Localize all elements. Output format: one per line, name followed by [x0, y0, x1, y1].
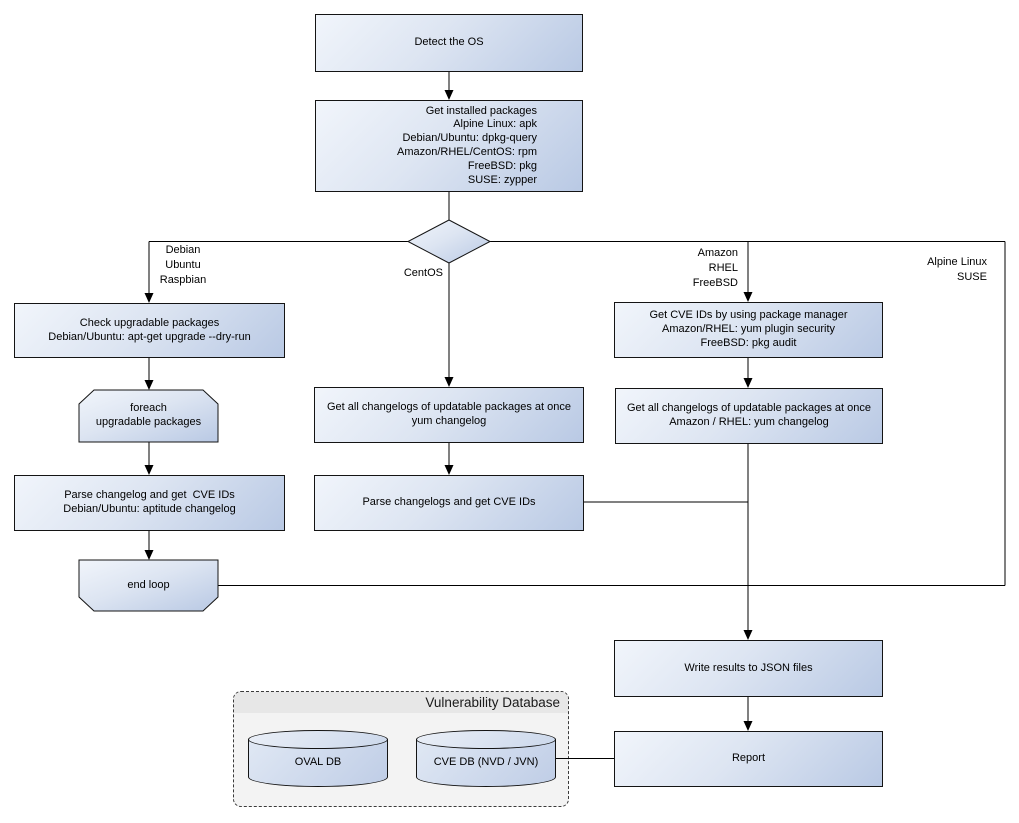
node-text-line: Amazon/RHEL/CentOS: rpm [397, 146, 537, 158]
node-text-line: Debian/Ubuntu: dpkg-query [402, 132, 537, 145]
cylinder-label: CVE DB (NVD / JVN) [433, 756, 539, 768]
node-text-line: Detect the OS [414, 36, 484, 49]
branch-label-line: SUSE [957, 271, 987, 283]
node-text-line: Write results to JSON files [684, 661, 813, 674]
arrowheads [144, 90, 753, 731]
node-text-line: Report [731, 752, 766, 765]
branch-label-centos: CentOS [380, 266, 443, 281]
branch-label-line: Amazon [697, 247, 738, 259]
node-end-loop: end loop [79, 560, 218, 611]
branch-label-line: Alpine Linux [927, 256, 987, 268]
node-text-line: SUSE: zypper [467, 173, 537, 186]
branch-label-alpine: Alpine Linux SUSE [880, 255, 987, 285]
connector-db-to-report [556, 758, 614, 759]
node-text-line: Parse changelog and get CVE IDs [64, 489, 235, 502]
node-text-line: Amazon/RHEL: yum plugin security [661, 323, 835, 336]
node-text-line: Parse changelogs and get CVE IDs [362, 496, 536, 509]
connectors [148, 71, 1006, 724]
node-text-line: end loop [127, 578, 170, 591]
node-get-cve-ids: Get CVE IDs by using package manager Ama… [614, 302, 883, 358]
arrow-icon [743, 292, 753, 302]
node-text-line: Debian/Ubuntu: aptitude changelog [63, 503, 236, 515]
arrow-icon [743, 378, 753, 388]
arrow-icon [743, 630, 753, 640]
node-get-installed-packages: Get installed packages Alpine Linux: apk… [315, 100, 583, 192]
node-get-changelogs-amazon: Get all changelogs of updatable packages… [615, 388, 883, 444]
node-parse-changelogs-centos: Parse changelogs and get CVE IDs [314, 475, 584, 531]
cylinder-cve-db: CVE DB (NVD / JVN) [416, 730, 556, 788]
node-check-upgradable: Check upgradable packages Debian/Ubuntu:… [14, 303, 285, 358]
node-write-results: Write results to JSON files [614, 640, 883, 697]
arrow-icon [444, 90, 454, 100]
cylinder-label: OVAL DB [294, 756, 342, 768]
branch-label-debian: Debian Ubuntu Raspbian [150, 243, 216, 288]
branch-label-line: RHEL [708, 262, 738, 274]
branch-label-line: CentOS [403, 267, 443, 279]
node-text-line: foreach [130, 402, 167, 415]
node-text-line: FreeBSD: pkg audit [700, 336, 797, 349]
node-text-line: Get all changelogs of updatable packages… [626, 402, 871, 415]
node-parse-changelog-debian: Parse changelog and get CVE IDs Debian/U… [14, 475, 285, 531]
branch-label-line: Raspbian [159, 274, 207, 286]
arrow-icon [144, 465, 154, 475]
node-text-line: upgradable packages [95, 416, 202, 428]
arrow-icon [144, 380, 154, 390]
vulnerability-database-title: Vulnerability Database [425, 695, 560, 710]
cylinder-oval-db: OVAL DB [248, 730, 388, 788]
branch-label-line: FreeBSD [692, 277, 738, 289]
node-report: Report [614, 731, 883, 787]
node-text-line: Get installed packages [425, 104, 537, 117]
os-decision-diamond [406, 219, 492, 264]
node-foreach-loop-start: foreach upgradable packages [79, 390, 218, 442]
node-text-line: Amazon / RHEL: yum changelog [669, 416, 829, 428]
vulnerability-database-header: Vulnerability Database [234, 692, 568, 713]
node-detect-os: Detect the OS [315, 14, 583, 72]
node-text-line: yum changelog [411, 415, 487, 427]
cylinder-top [416, 730, 556, 749]
arrow-icon [144, 550, 154, 560]
node-text-line: Alpine Linux: apk [453, 118, 537, 131]
node-text-line: Get CVE IDs by using package manager [649, 309, 848, 322]
branch-label-line: Ubuntu [165, 259, 201, 271]
cylinder-top [248, 730, 388, 749]
node-get-changelogs-centos: Get all changelogs of updatable packages… [314, 387, 584, 443]
branch-label-amazon: Amazon RHEL FreeBSD [655, 246, 738, 291]
arrow-icon [144, 293, 154, 303]
arrow-icon [444, 377, 454, 387]
node-text-line: Debian/Ubuntu: apt-get upgrade --dry-run [48, 330, 251, 343]
node-text-line: FreeBSD: pkg [467, 159, 537, 172]
foreach-loop-shape [78, 389, 219, 443]
branch-label-line: Debian [165, 244, 201, 256]
end-loop-shape [78, 559, 219, 612]
node-text-line: Check upgradable packages [79, 316, 220, 329]
node-text-line: Get all changelogs of updatable packages… [326, 401, 571, 414]
arrow-icon [743, 721, 753, 731]
arrow-icon [444, 465, 454, 475]
